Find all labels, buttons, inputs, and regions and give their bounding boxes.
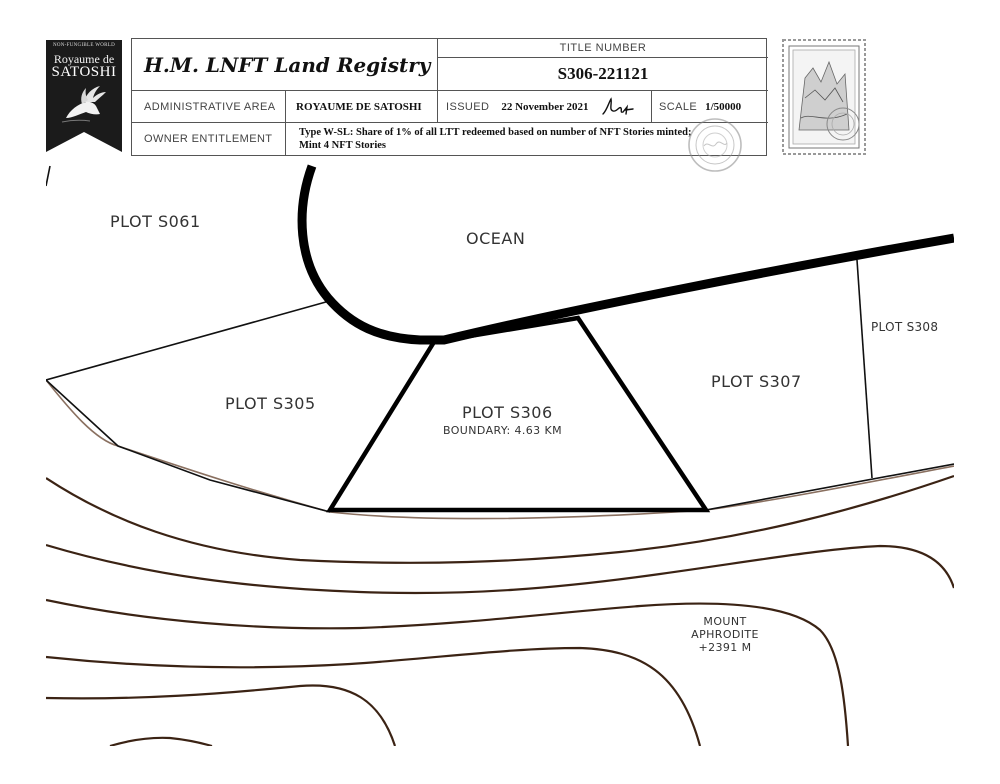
plot-label-s306[interactable]: PLOT S306 — [462, 403, 553, 422]
boundary-s308-west — [856, 259, 873, 479]
owner-entitlement-line2: Mint 4 NFT Stories — [299, 140, 387, 151]
coastline — [297, 164, 954, 345]
mount-label: MOUNT APHRODITE +2391 M — [680, 615, 770, 654]
contour-line — [109, 736, 213, 746]
administrative-area-value: ROYAUME DE SATOSHI — [286, 91, 438, 123]
brand-name-line1: Royaume de — [53, 52, 115, 66]
scale-value: 1/50000 — [705, 100, 742, 113]
contour-line — [46, 379, 954, 520]
plot-boundary-length: BOUNDARY: 4.63 KM — [443, 424, 562, 437]
signature-mark — [601, 96, 634, 115]
plot-label-s307[interactable]: PLOT S307 — [711, 372, 802, 391]
boundary-s305-south — [46, 379, 331, 513]
boundary-s305-north — [46, 299, 334, 381]
title-number-value: S306-221121 — [438, 58, 768, 91]
scale-label: SCALE — [659, 100, 698, 113]
contour-line — [46, 646, 702, 746]
winged-foot-icon — [61, 86, 106, 123]
plot-label-s061[interactable]: PLOT S061 — [110, 212, 201, 231]
owner-entitlement-value: Type W-SL: Share of 1% of all LTT redeem… — [286, 123, 766, 155]
scale-cell: SCALE 1/50000 — [652, 91, 768, 123]
title-block: H.M. LNFT Land Registry TITLE NUMBER S30… — [131, 38, 768, 156]
contour-line — [46, 543, 954, 595]
administrative-area-label: ADMINISTRATIVE AREA — [132, 91, 286, 123]
issued-cell: ISSUED 22 November 2021 — [438, 91, 652, 123]
plot-label-s308[interactable]: PLOT S308 — [871, 320, 939, 334]
owner-entitlement-line1: Type W-SL: Share of 1% of all LTT redeem… — [299, 127, 692, 138]
boundary-s307-south — [705, 463, 954, 511]
contour-lines — [46, 379, 954, 746]
registry-title: H.M. LNFT Land Registry — [132, 39, 438, 91]
boundary-s061-edge — [46, 165, 51, 187]
postage-stamp — [782, 39, 866, 155]
title-number-label: TITLE NUMBER — [438, 39, 768, 58]
ocean-label: OCEAN — [466, 229, 526, 248]
contour-line — [46, 474, 954, 564]
brand-name-line2: SATOSHI — [51, 64, 117, 80]
issued-date: 22 November 2021 — [501, 100, 589, 113]
owner-entitlement-label: OWNER ENTITLEMENT — [132, 123, 286, 155]
mount-elevation: +2391 M — [698, 641, 752, 654]
contour-line — [46, 684, 397, 746]
brand-tagline: NON-FUNGIBLE WORLD — [52, 43, 116, 48]
mount-name-line2: APHRODITE — [691, 628, 759, 641]
mount-name-line1: MOUNT — [703, 615, 747, 628]
plot-s306-boundary[interactable] — [325, 315, 711, 513]
plot-boundaries — [46, 165, 954, 513]
round-seal-stamp — [688, 118, 742, 172]
contour-line — [46, 598, 850, 746]
plot-label-s305[interactable]: PLOT S305 — [225, 394, 316, 413]
brand-banner: NON-FUNGIBLE WORLD Royaume de SATOSHI — [46, 40, 122, 152]
issued-label: ISSUED — [446, 100, 490, 113]
